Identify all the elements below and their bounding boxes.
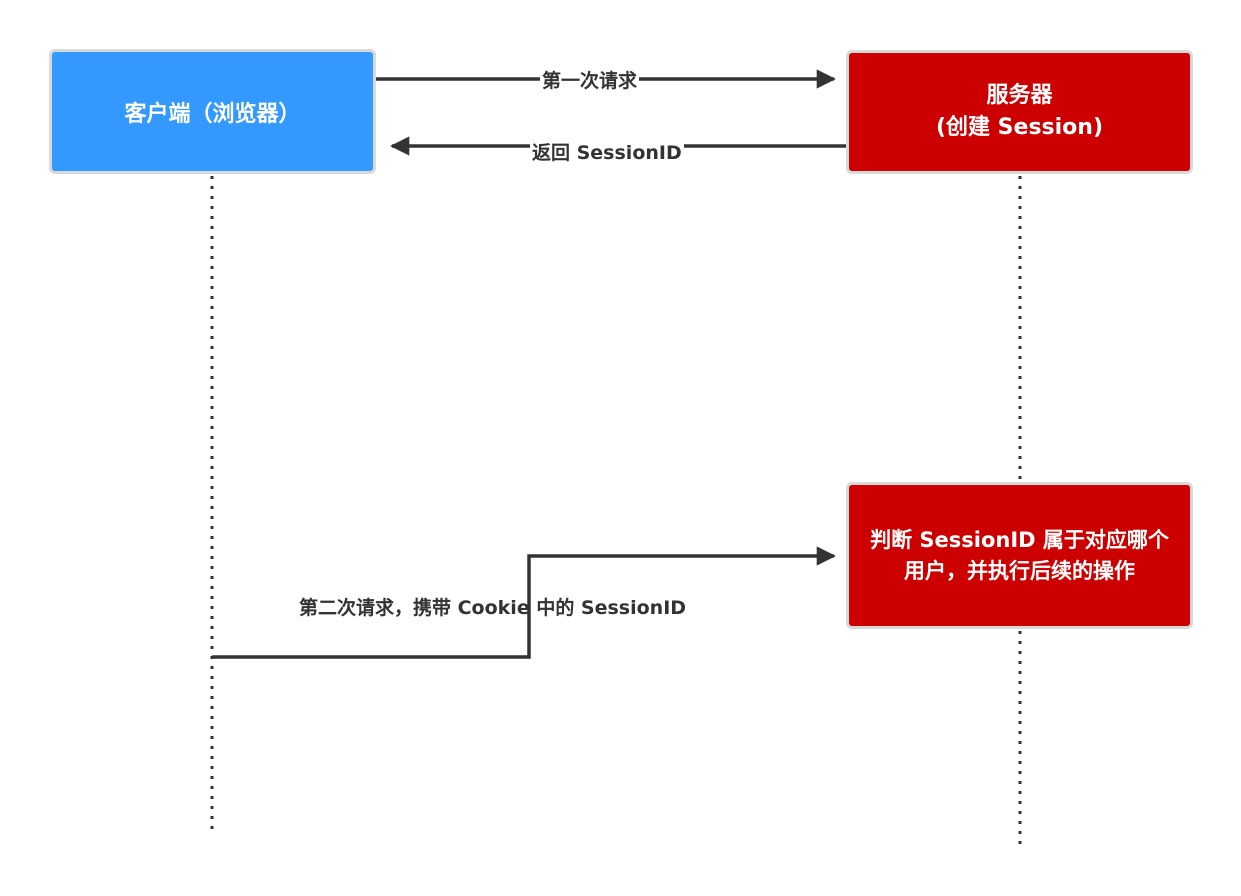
server-node: 服务器 (创建 Session) xyxy=(846,50,1193,174)
first-request-label: 第一次请求 xyxy=(540,69,640,93)
second-request-label: 第二次请求，携带 Cookie 中的 SessionID xyxy=(299,597,687,619)
second-request-arrow xyxy=(212,546,836,659)
return-session-label: 返回 SessionID xyxy=(530,141,684,165)
client-browser-node: 客户端（浏览器） xyxy=(49,49,376,174)
judge-session-node: 判断 SessionID 属于对应哪个用户，并执行后续的操作 xyxy=(846,482,1193,629)
